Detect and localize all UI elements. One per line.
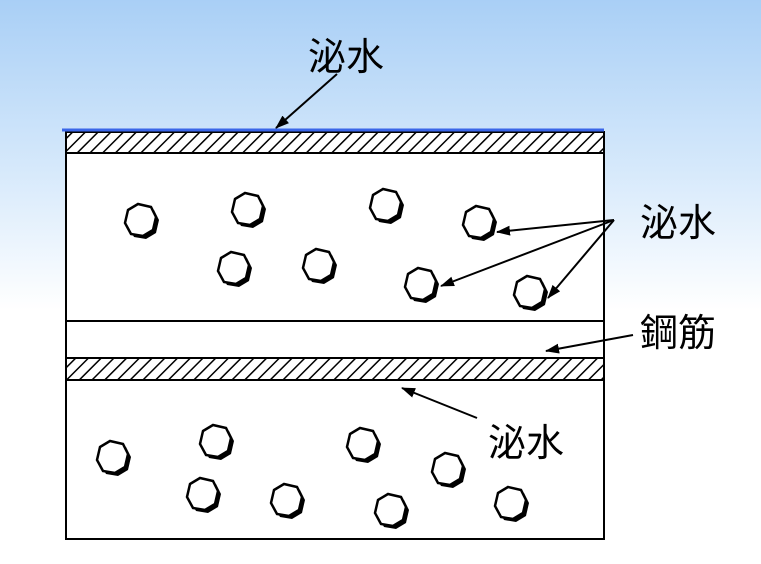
concrete-specimen [65, 131, 605, 540]
arrow-aggregate-water-2 [440, 219, 615, 287]
under-rebar-bleed-layer [65, 357, 605, 381]
aggregate-particle [185, 476, 220, 512]
aggregate-particle [95, 439, 130, 475]
aggregate-particle [368, 187, 403, 223]
aggregate-particle [493, 485, 528, 521]
aggregate-particle [230, 191, 265, 227]
aggregate-particle [301, 247, 336, 283]
arrow-under-rebar-water [401, 387, 478, 419]
arrow-aggregate-water-1 [496, 219, 615, 236]
aggregate-particle [512, 274, 547, 310]
label-aggregate-water: 泌水 [640, 201, 717, 245]
aggregate-particle [461, 204, 496, 240]
aggregate-group [95, 187, 548, 529]
label-rebar: 鋼筋 [640, 311, 717, 355]
arrow-rebar [545, 334, 634, 354]
aggregate-particle [373, 492, 408, 528]
aggregate-particle [345, 426, 380, 462]
top-bleed-water-layer [65, 131, 605, 154]
aggregate-particle [198, 423, 233, 459]
arrow-top-water [275, 73, 338, 129]
aggregate-particle [403, 266, 438, 302]
aggregate-particle [123, 202, 158, 238]
label-top-water: 泌水 [308, 35, 385, 79]
aggregate-particle [216, 250, 251, 286]
label-under-rebar-water: 泌水 [488, 421, 565, 465]
aggregate-particle [269, 482, 304, 518]
aggregate-particle [430, 451, 465, 487]
arrow-aggregate-water-3 [547, 219, 615, 299]
